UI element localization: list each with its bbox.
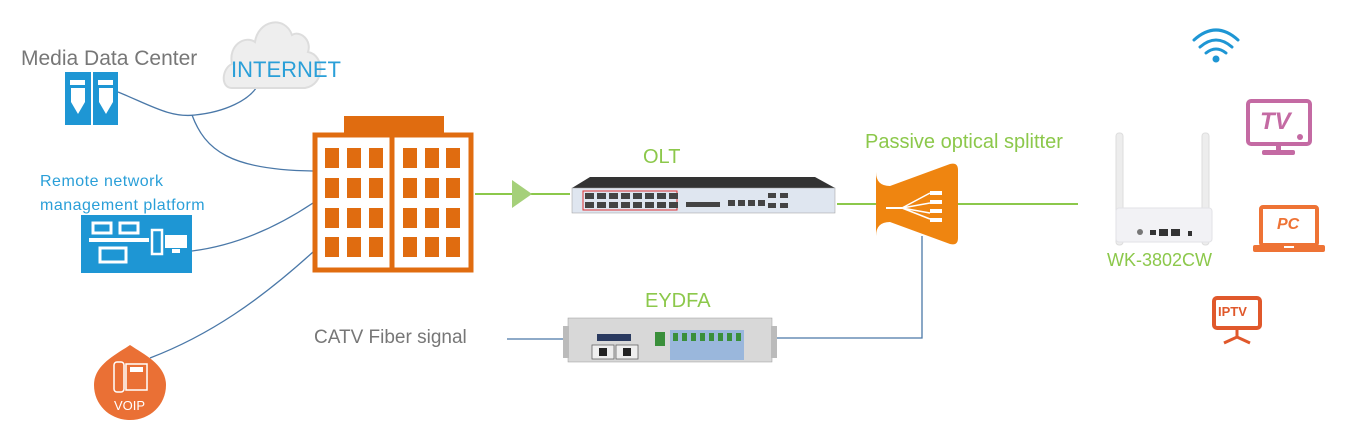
arrow-right-icon bbox=[512, 180, 532, 208]
link-nms-building bbox=[191, 202, 314, 252]
eydfa-label: EYDFA bbox=[645, 290, 711, 312]
olt-label: OLT bbox=[643, 146, 681, 168]
media-data-center-label: Media Data Center bbox=[21, 47, 198, 70]
router-icon bbox=[1115, 132, 1213, 246]
eydfa-device-icon bbox=[563, 317, 777, 363]
iptv-icon bbox=[1212, 296, 1262, 345]
onu-model-label: WK-3802CW bbox=[1107, 250, 1213, 270]
cloud-icon bbox=[222, 21, 322, 89]
voip-label: VOIP bbox=[114, 398, 146, 413]
tv-icon bbox=[1246, 99, 1312, 155]
pc-icon bbox=[1253, 205, 1325, 252]
connection-lines bbox=[117, 84, 923, 359]
wifi-icon bbox=[1192, 28, 1240, 63]
olt-device-icon bbox=[571, 177, 836, 214]
link-voip-building bbox=[149, 251, 314, 359]
tv-label: TV bbox=[1260, 108, 1291, 135]
phone-icon bbox=[94, 345, 166, 420]
splitter-label: Passive optical splitter bbox=[865, 131, 1063, 153]
link-splitter-eydfa bbox=[777, 236, 923, 339]
catv-label: CATV Fiber signal bbox=[314, 327, 467, 348]
link-server-internet bbox=[117, 84, 259, 117]
remote-nms-label-line1: Remote network bbox=[40, 173, 164, 190]
internet-label: INTERNET bbox=[231, 57, 341, 82]
server-icon bbox=[65, 72, 118, 125]
building-icon bbox=[312, 116, 474, 273]
splitter-icon bbox=[876, 163, 958, 245]
link-datacenter-building bbox=[191, 114, 314, 172]
network-computers-icon bbox=[81, 215, 192, 273]
iptv-label: IPTV bbox=[1218, 304, 1247, 319]
pc-label: PC bbox=[1277, 216, 1300, 233]
remote-nms-label-line2: management platform bbox=[40, 197, 206, 214]
